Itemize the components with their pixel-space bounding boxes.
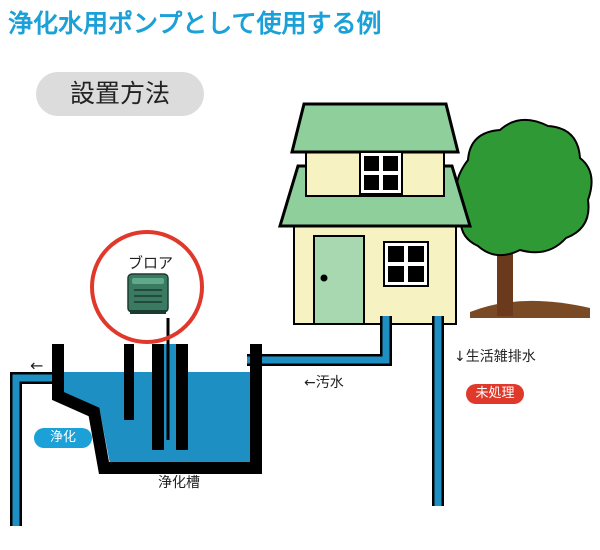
- tank-baffle-left: [124, 344, 134, 420]
- blower-icon: [127, 273, 169, 314]
- tank-baffle-center: [152, 344, 164, 450]
- septic-tank-outline: [52, 344, 262, 474]
- installation-method-label: 設置方法: [36, 72, 204, 116]
- tree-trunk: [497, 240, 513, 316]
- house-roof-upper: [290, 102, 460, 154]
- septic-tank-label: 浄化槽: [158, 475, 200, 491]
- ground-mound: [470, 300, 590, 318]
- page-title: 浄化水用ポンプとして使用する例: [8, 9, 382, 38]
- door-knob: [320, 274, 328, 282]
- outflow-arrow: ←: [30, 356, 44, 375]
- lower-window: [383, 241, 429, 287]
- sewage-label: ←汚水: [304, 375, 344, 391]
- purified-badge: 浄化: [34, 428, 92, 448]
- tree: [455, 119, 593, 318]
- blower-highlight-circle: [90, 230, 204, 344]
- upper-window: [359, 151, 403, 195]
- blower-label: ブロア: [128, 254, 174, 272]
- house: [277, 102, 473, 325]
- tree-foliage: [455, 119, 593, 257]
- tank-baffle-right: [176, 344, 188, 450]
- greywater-label: ↓生活雑排水: [454, 349, 536, 365]
- untreated-badge: 未処理: [466, 384, 524, 404]
